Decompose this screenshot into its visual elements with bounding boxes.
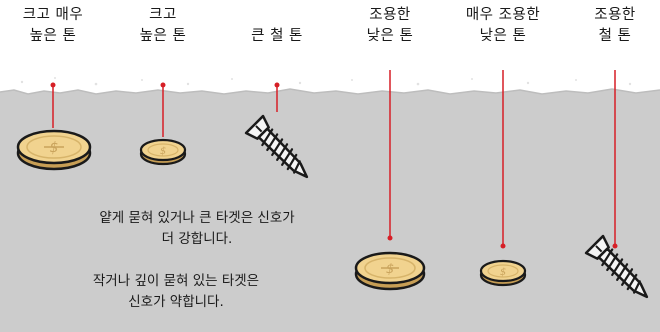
pointer-large-iron [274,82,280,112]
note-small-deep: 작거나 깊이 묻혀 있는 타겟은 신호가 약합니다. [92,273,260,310]
screw-icon [244,114,309,179]
label-large-very-high: 크고 매우 높은 톤 [22,7,84,44]
svg-text:$: $ [160,146,166,157]
label-quiet-iron: 조용한 철 톤 [594,7,636,44]
svg-text:$: $ [50,140,59,156]
dollar-coin-icon: $ [16,129,92,171]
pointer-very-quiet-low [500,70,506,249]
pointer-large-very-high [50,82,56,128]
label-quiet-low: 조용한 낮은 톤 [366,7,414,44]
dollar-coin-icon: $ [139,138,187,166]
pointer-quiet-iron [612,70,618,249]
svg-text:$: $ [500,267,506,278]
screw-icon [584,234,649,299]
surface-speckles [20,77,632,86]
pointer-quiet-low [387,70,393,241]
dollar-coin-icon: $ [479,259,527,287]
soil-surface-line [0,88,660,95]
svg-text:$: $ [386,262,394,277]
pointer-large-high [160,82,166,137]
note-shallow-large: 얕게 묻혀 있거나 큰 타겟은 신호가 더 강합니다. [99,210,295,247]
label-large-iron: 큰 철 톤 [251,28,303,44]
label-large-high: 크고 높은 톤 [139,7,187,44]
label-very-quiet-low: 매우 조용한 낮은 톤 [465,7,541,44]
dollar-coin-icon: $ [354,251,426,291]
